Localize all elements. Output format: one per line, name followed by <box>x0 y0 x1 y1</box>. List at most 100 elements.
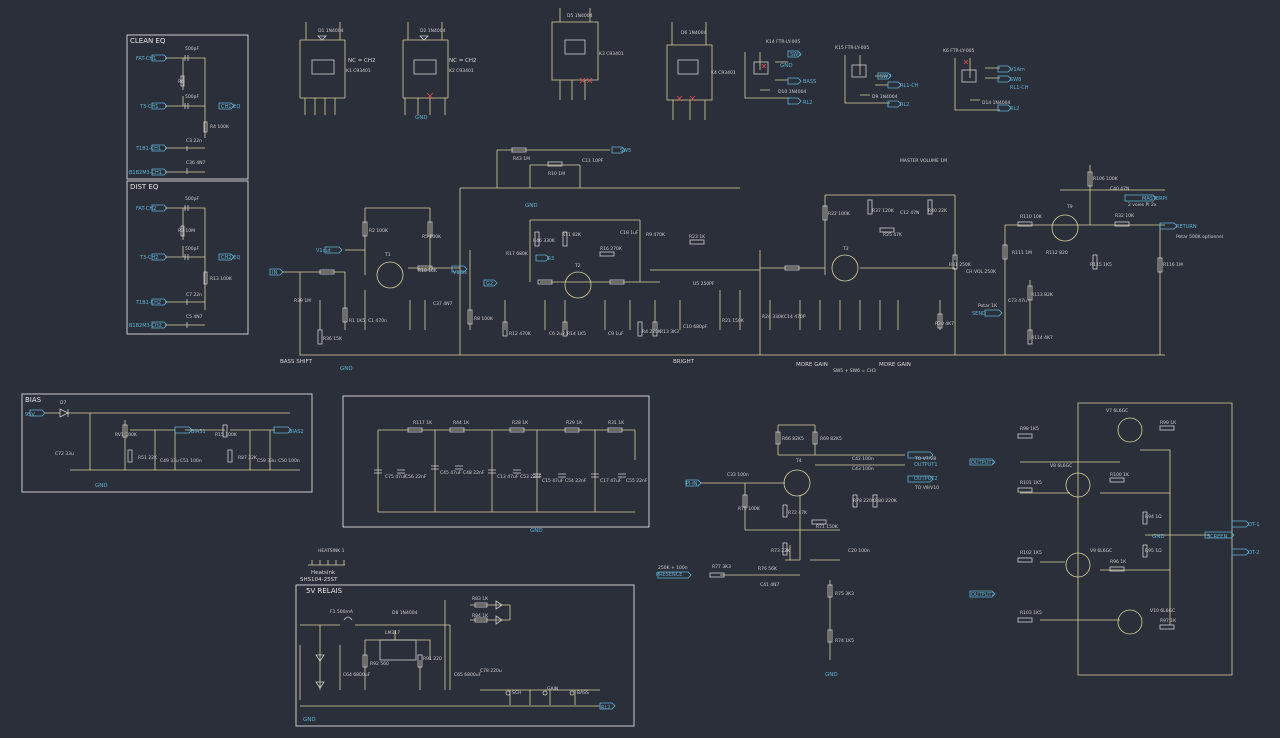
part-r69: R69 82K5 <box>820 436 842 442</box>
net-sw5: SW5 <box>620 148 631 154</box>
power-amp-circuit: V7 6L6GC V8 6L6GC V9 6L6GC V10 6L6GC R98… <box>1017 402 1233 676</box>
part-r23: R23 1K <box>689 234 706 240</box>
gnd-bias: GND <box>95 483 108 489</box>
net-rl2-relais: RL2 <box>601 705 610 711</box>
part-r2: R2 100K <box>369 228 389 234</box>
part-u5: U5 250PF <box>693 281 715 287</box>
part-r110: R110 10K <box>1020 214 1043 220</box>
svg-text:C45 47uF: C45 47uF <box>440 470 462 476</box>
part-r75: R75 3K3 <box>835 591 854 597</box>
net-presence: PRESENCE <box>656 572 682 578</box>
part-c6: C6 2u2 <box>549 331 565 337</box>
part-r18: R18 10K <box>418 268 438 274</box>
svg-text:C15 47uF: C15 47uF <box>542 478 564 484</box>
part-r13: R13 3K3 <box>660 329 679 335</box>
part-t3: T3 <box>842 246 849 252</box>
note-two-voies: 2 voies PI 2x <box>1128 202 1157 208</box>
svg-text:R13 100K: R13 100K <box>210 276 233 282</box>
part-t2: T2 <box>574 263 581 269</box>
part-r116: R116 1M <box>1163 262 1183 268</box>
part-c43: C43 100n <box>852 466 874 472</box>
relay-k1: D1 1N4004 K1 C93401 <box>299 22 371 115</box>
part-r96: R96 1K <box>1110 559 1127 565</box>
part-d8: D8 1N4004 <box>392 610 418 616</box>
bias-ports <box>29 409 292 434</box>
net-bass: BASS <box>803 79 816 85</box>
net-send: SEND <box>972 311 986 317</box>
part-r114: R114 4K7 <box>1031 335 1053 341</box>
svg-text:R44 1K: R44 1K <box>453 420 470 426</box>
part-r91: R91 220 <box>423 656 442 662</box>
part-r9: R9 470K <box>646 232 666 238</box>
net-t1b1-ch1: T1B1-CH1 <box>135 146 161 152</box>
gnd-relais: GND <box>303 717 316 723</box>
part-c42: C42 100n <box>852 456 874 462</box>
part-r74: R74 1K5 <box>835 638 854 644</box>
net-ot1: OT-1 <box>1248 522 1260 528</box>
net-rl2-b: RL2 <box>900 102 909 108</box>
part-r37: R37 120K <box>872 208 895 214</box>
relais-frame <box>295 584 635 727</box>
part-r102: R102 1K5 <box>1020 550 1042 556</box>
part-r39: R39 1M <box>294 298 311 304</box>
part-c37: C37 4N7 <box>433 301 453 307</box>
note-sw: SW5 + SW6 = CH3 <box>833 368 876 374</box>
part-r73: R73 22K <box>771 548 791 554</box>
part-k3: K3 C93401 <box>599 51 624 57</box>
part-r21: R21 150K <box>722 318 745 324</box>
part-r22: R22 100K <box>828 211 851 217</box>
svg-text:R4 100K: R4 100K <box>210 124 230 130</box>
relay-k4: D6 1N4004 K4 C93401 <box>666 22 736 120</box>
part-r10: R10 1M <box>548 171 565 177</box>
part-r76: R76 56K <box>758 566 778 572</box>
svg-text:C59 33u: C59 33u <box>257 458 276 464</box>
svg-text:C72 33u: C72 33u <box>55 451 74 457</box>
part-r103: R103 1K5 <box>1020 610 1042 616</box>
part-r111: R111 1M <box>1012 250 1032 256</box>
relais-title: 5V RELAIS <box>306 587 343 595</box>
note-to-v9v10: TO V9/V10 <box>914 485 939 491</box>
part-d6: D6 1N4004 <box>681 30 707 36</box>
part-r113: R113 82K <box>1031 292 1054 298</box>
net-masterpi: MASTERPI <box>1142 196 1167 202</box>
relais-circuit: LM317 F1 500mA D8 1N4004 R83 1K R84 1K C… <box>299 596 600 707</box>
net-rl2-c: RL2 <box>1010 106 1019 112</box>
part-c1: C1 470n <box>368 318 387 324</box>
clean-eq-title: CLEAN EQ <box>130 37 166 45</box>
k15-ports <box>877 72 902 108</box>
net-rl1-ch-b: RL1-CH <box>1010 85 1029 91</box>
gnd-k2: GND <box>415 115 428 121</box>
part-r11: R11 82K <box>562 232 582 238</box>
part-t1: T1 <box>384 252 391 258</box>
part-r83: R83 1K <box>472 596 489 602</box>
part-r99: R99 1K <box>1160 420 1177 426</box>
svg-text:C17 47uF: C17 47uF <box>600 478 622 484</box>
part-r112: R112 820 <box>1046 250 1068 256</box>
svg-text:R6: R6 <box>178 79 184 85</box>
switch-gain: GAIN <box>547 686 558 692</box>
part-r72: R72 47K <box>788 510 808 516</box>
part-r25: R25 47K <box>883 232 903 238</box>
part-r12: R12 470K <box>509 331 532 337</box>
net-screen: SCREEN <box>1207 534 1227 540</box>
svg-text:R29 1K: R29 1K <box>566 420 583 426</box>
gnd-power: GND <box>1152 534 1165 540</box>
net-sw7: SW7 <box>880 74 891 80</box>
part-d14: D14 1N4004 <box>982 100 1010 106</box>
part-r43: R43 1M <box>513 156 530 162</box>
svg-text:C13 47uF: C13 47uF <box>497 474 519 480</box>
part-k4: K4 C93401 <box>711 70 736 76</box>
pi-ports <box>657 451 934 579</box>
part-r84: R84 1K <box>472 613 489 619</box>
preamp-resistors <box>317 147 1163 345</box>
part-v10: V10 6L6GC <box>1150 608 1175 614</box>
part-v9: V9 6L6GC <box>1090 548 1112 554</box>
svg-text:500pF: 500pF <box>185 94 199 100</box>
net-fat-ch1: FAT-CH1 <box>136 56 156 62</box>
part-k1: K1 C93401 <box>346 68 371 74</box>
part-r100: R100 1K <box>1110 472 1130 478</box>
part-r1: R1 1K5 <box>349 318 365 324</box>
part-d9: D9 1N4004 <box>872 94 898 100</box>
